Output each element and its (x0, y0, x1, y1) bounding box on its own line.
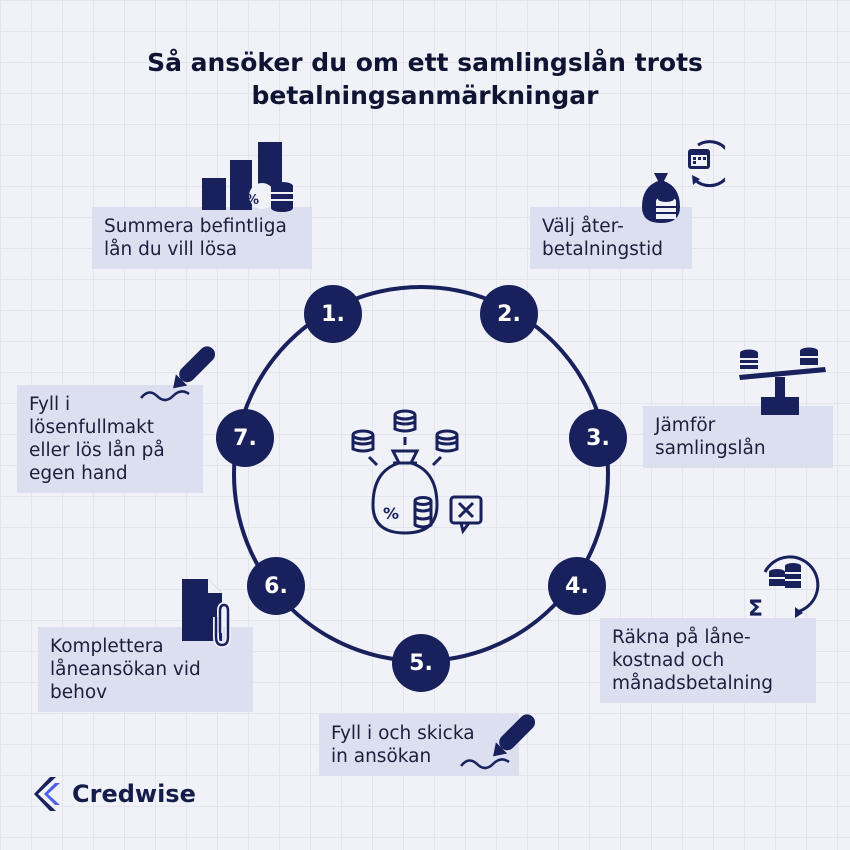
step-5-line-1: Fyll i och skicka (331, 723, 475, 744)
pen-signature-icon (460, 714, 536, 770)
step-7-badge: 7. (216, 409, 274, 467)
step-5-badge: 5. (392, 634, 450, 692)
step-3-badge: 3. (569, 409, 627, 467)
step-2-badge: 2. (480, 285, 538, 343)
svg-text:%: % (246, 193, 259, 208)
svg-text:%: % (383, 504, 399, 523)
brand-name: Credwise (72, 780, 196, 808)
credwise-logo-icon (34, 777, 60, 811)
pen-signature-icon (140, 346, 216, 402)
page-title: Så ansöker du om ett samlingslån trots b… (0, 46, 850, 112)
step-7-line-4: egen hand (29, 463, 128, 484)
svg-text:Σ: Σ (748, 597, 763, 622)
money-bag-coins-percent-icon: % (351, 409, 483, 535)
step-3-line-2: samlingslån (655, 438, 766, 459)
title-line-1: Så ansöker du om ett samlingslån trots (147, 48, 703, 77)
bar-chart-coins-icon: % (202, 142, 293, 212)
step-2-line-2: betalningstid (542, 239, 663, 260)
money-bag-calendar-icon (642, 140, 725, 223)
step-6-line-3: behov (50, 682, 108, 703)
step-3-line-1: Jämför (655, 415, 716, 436)
step-6-line-2: låneansökan vid (50, 659, 201, 680)
step-5-box: Fyll i och skicka in ansökan (319, 714, 519, 776)
step-5-line-2: in ansökan (331, 746, 432, 767)
step-1-box: Summera befintliga lån du vill lösa (92, 207, 312, 269)
step-4-line-3: månadsbetalning (612, 673, 773, 694)
brand-logo: Credwise (32, 775, 196, 813)
step-7-line-1: Fyll i (29, 394, 71, 415)
sigma-coins-cycle-icon: Σ (748, 555, 820, 622)
step-6-line-1: Komplettera (50, 636, 164, 657)
step-1-line-2: lån du vill lösa (104, 239, 238, 260)
step-4-line-1: Räkna på låne- (612, 627, 751, 648)
step-7-line-2: lösenfullmakt (29, 417, 155, 438)
step-6-badge: 6. (247, 557, 305, 615)
step-2-box: Välj åter- betalningstid (530, 207, 692, 269)
step-1-badge: 1. (304, 285, 362, 343)
step-3-box: Jämför samlingslån (643, 406, 833, 468)
step-1-line-1: Summera befintliga (104, 216, 287, 237)
document-paperclip-icon (182, 579, 231, 649)
step-7-box: Fyll i lösenfullmakt eller lös lån på eg… (17, 385, 203, 493)
step-2-line-1: Välj åter- (542, 216, 624, 237)
title-line-2: betalningsanmärkningar (251, 81, 599, 110)
step-4-box: Räkna på låne- kostnad och månadsbetalni… (600, 618, 816, 703)
step-4-line-2: kostnad och (612, 650, 725, 671)
step-4-badge: 4. (548, 557, 606, 615)
balance-scale-coins-icon (739, 347, 826, 415)
step-7-line-3: eller lös lån på (29, 440, 165, 461)
